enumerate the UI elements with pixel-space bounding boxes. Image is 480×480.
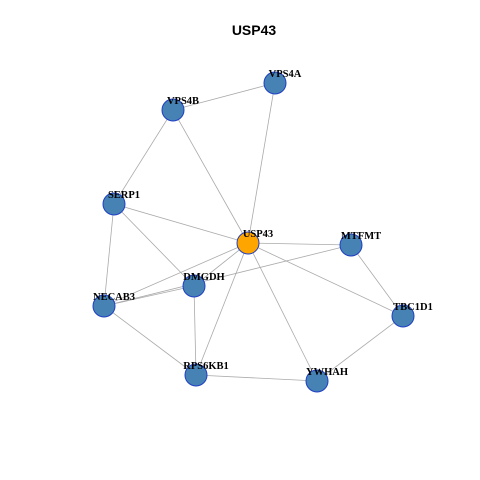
node-label-ywhah: YWHAH [306,367,348,378]
edge-usp43-necab3 [103,242,249,307]
edge-serp1-necab3 [103,203,115,307]
node-mtfmt[interactable] [339,233,363,257]
edge-usp43-tbc1d1 [247,242,404,317]
node-label-dmgdh: DMGDH [183,272,224,283]
node-ywhah[interactable] [305,369,329,393]
edge-mtfmt-necab3 [103,244,352,307]
edge-vps4a-usp43 [247,82,276,244]
edge-necab3-rps6kb1 [103,305,197,376]
edge-vps4b-serp1 [113,109,174,205]
node-label-vps4a: VPS4A [269,69,302,80]
node-label-rps6kb1: RPS6KB1 [183,361,229,372]
edge-serp1-usp43 [113,203,249,244]
edge-tbc1d1-ywhah [316,315,404,382]
edge-rps6kb1-ywhah [195,374,318,382]
edge-usp43-ywhah [247,242,318,382]
edge-usp43-rps6kb1 [195,242,249,376]
node-vps4b[interactable] [161,98,185,122]
node-label-tbc1d1: TBC1D1 [393,302,433,313]
edge-vps4a-vps4b [172,82,276,111]
edge-dmgdh-rps6kb1 [193,285,197,376]
node-label-usp43: USP43 [243,229,273,240]
node-vps4a[interactable] [263,71,287,95]
node-rps6kb1[interactable] [184,363,208,387]
node-serp1[interactable] [102,192,126,216]
edge-mtfmt-tbc1d1 [350,244,404,317]
node-label-vps4b: VPS4B [167,96,199,107]
edge-usp43-dmgdh [193,242,249,287]
graph-title: USP43 [232,22,277,38]
nodes-layer [92,71,415,393]
edge-dmgdh-necab3 [103,285,195,307]
node-usp43[interactable] [236,231,260,255]
edge-serp1-dmgdh [113,203,195,287]
edge-usp43-mtfmt [247,242,352,246]
edges-layer [103,82,404,382]
node-label-mtfmt: MTFMT [341,231,381,242]
node-dmgdh[interactable] [182,274,206,298]
node-necab3[interactable] [92,294,116,318]
node-tbc1d1[interactable] [391,304,415,328]
node-label-necab3: NECAB3 [93,292,135,303]
node-label-serp1: SERP1 [108,190,140,201]
edge-vps4b-usp43 [172,109,249,244]
